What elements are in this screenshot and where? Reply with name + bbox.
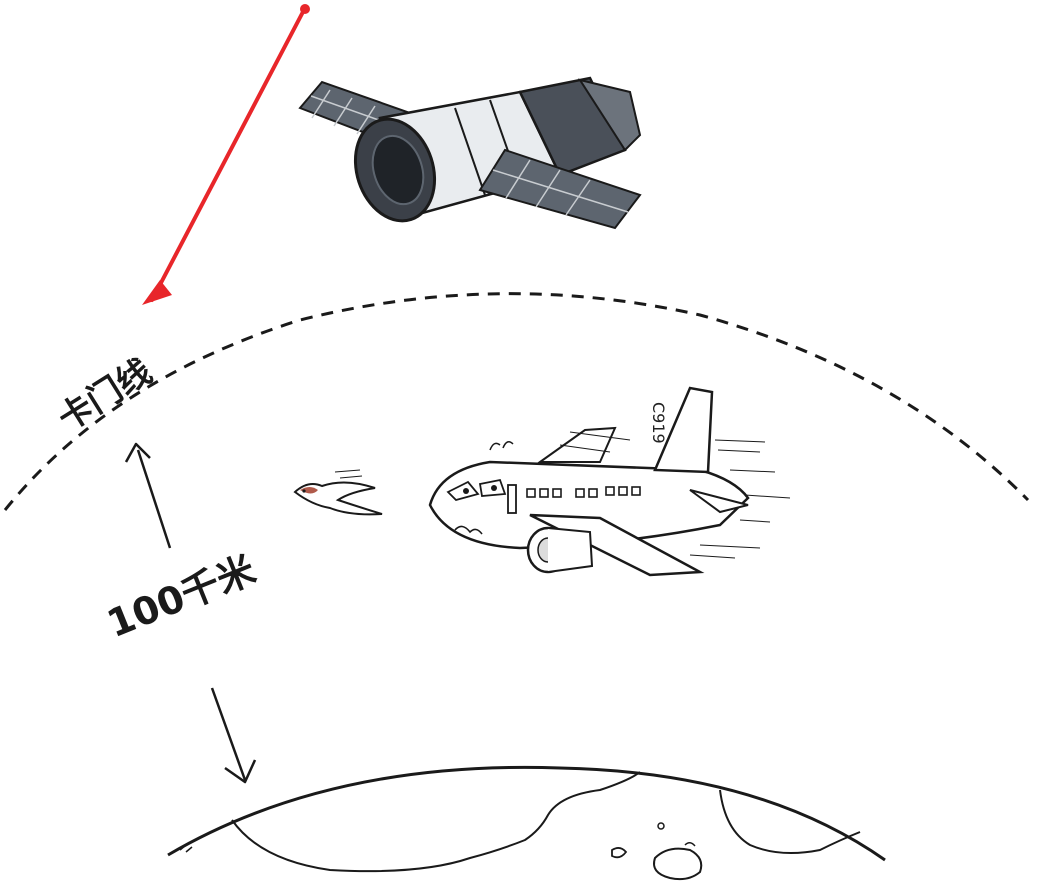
speed-lines (559, 431, 791, 559)
satellite (298, 76, 642, 230)
airplane (428, 386, 791, 577)
airplane-tail (653, 386, 714, 474)
aircraft-tail-code: C919 (649, 402, 668, 444)
airplane-windows (526, 486, 641, 498)
red-arrow (142, 4, 310, 305)
karman-line-dashed-arc (3, 292, 1030, 511)
airplane-fuselage (428, 460, 750, 550)
down-arrow (210, 687, 257, 784)
satellite-right-panel (478, 148, 642, 230)
airplane-engine (526, 526, 594, 574)
earth-surface-outline (167, 765, 886, 881)
bird (293, 469, 383, 516)
up-arrow (124, 442, 172, 549)
